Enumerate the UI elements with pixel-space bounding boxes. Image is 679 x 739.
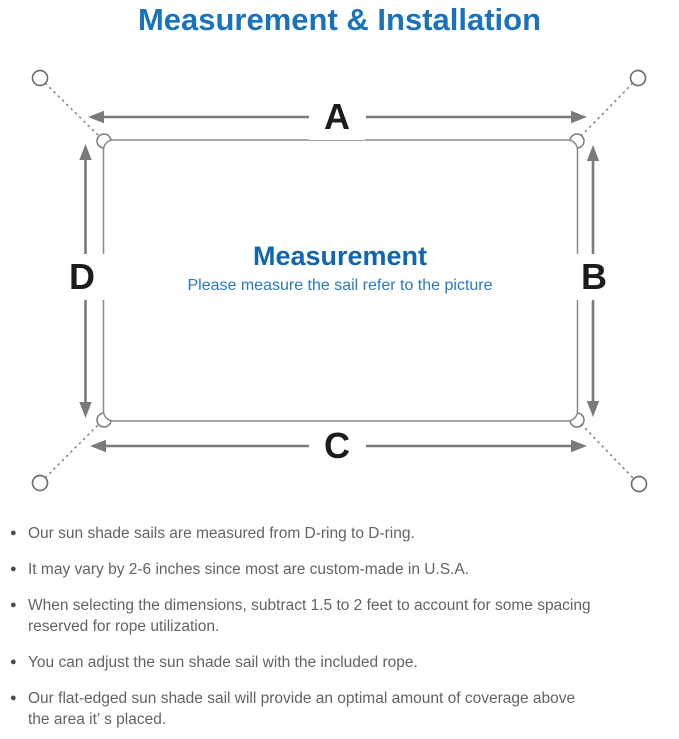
rope-line-top-left bbox=[44, 82, 100, 137]
dimension-label-a: A bbox=[309, 94, 365, 140]
anchor-ring-bottom-left-icon bbox=[31, 474, 49, 492]
bullet-icon: ● bbox=[10, 656, 17, 668]
anchor-ring-top-right-icon bbox=[629, 69, 647, 87]
width-arrow-bottom bbox=[90, 439, 587, 453]
bullet-icon: ● bbox=[10, 563, 17, 575]
bullet-icon: ● bbox=[10, 599, 17, 611]
dimension-label-b: B bbox=[570, 254, 618, 300]
note-item: ● It may vary by 2-6 inches since most a… bbox=[10, 559, 677, 580]
arrowhead-right-icon bbox=[571, 110, 587, 124]
measurement-diagram: A B C D Measurement Please measure the s… bbox=[0, 60, 679, 530]
dimension-label-d: D bbox=[58, 254, 106, 300]
arrowhead-left-icon bbox=[90, 439, 106, 453]
anchor-ring-bottom-right-icon bbox=[630, 475, 648, 493]
rope-line-top-right bbox=[580, 82, 634, 137]
arrowhead-up-icon bbox=[79, 144, 92, 160]
arrowhead-down-icon bbox=[586, 401, 600, 417]
diagram-center-text: Measurement Please measure the sail refe… bbox=[103, 238, 577, 298]
arrowhead-down-icon bbox=[79, 402, 92, 418]
note-text: You can adjust the sun shade sail with t… bbox=[28, 654, 418, 671]
note-item: ● You can adjust the sun shade sail with… bbox=[10, 652, 677, 673]
rope-line-bottom-left bbox=[44, 423, 100, 479]
note-item: ● Our flat-edged sun shade sail will pro… bbox=[10, 688, 677, 730]
bullet-icon: ● bbox=[10, 692, 17, 704]
diagram-heading: Measurement bbox=[252, 241, 428, 271]
dimension-label-c: C bbox=[309, 423, 365, 469]
note-item: ● Our sun shade sails are measured from … bbox=[10, 523, 677, 544]
anchor-ring-top-left-icon bbox=[31, 69, 49, 87]
diagram-subheading: Please measure the sail refer to the pic… bbox=[187, 277, 493, 294]
bullet-icon: ● bbox=[10, 527, 17, 539]
arrowhead-right-icon bbox=[571, 439, 587, 453]
note-text: Our sun shade sails are measured from D-… bbox=[28, 525, 415, 542]
arrowhead-up-icon bbox=[586, 145, 600, 161]
height-arrow-right bbox=[586, 145, 600, 417]
note-text: It may vary by 2-6 inches since most are… bbox=[28, 561, 470, 578]
note-text: When selecting the dimensions, subtract … bbox=[28, 597, 591, 635]
arrowhead-left-icon bbox=[88, 110, 104, 124]
note-text: Our flat-edged sun shade sail will provi… bbox=[28, 690, 576, 728]
width-arrow-top bbox=[88, 110, 587, 124]
notes-list: ● Our sun shade sails are measured from … bbox=[10, 523, 677, 739]
page-title: Measurement & Installation bbox=[137, 2, 542, 37]
height-arrow-left bbox=[79, 144, 92, 418]
rope-line-bottom-right bbox=[580, 423, 635, 480]
note-item: ● When selecting the dimensions, subtrac… bbox=[10, 595, 677, 637]
